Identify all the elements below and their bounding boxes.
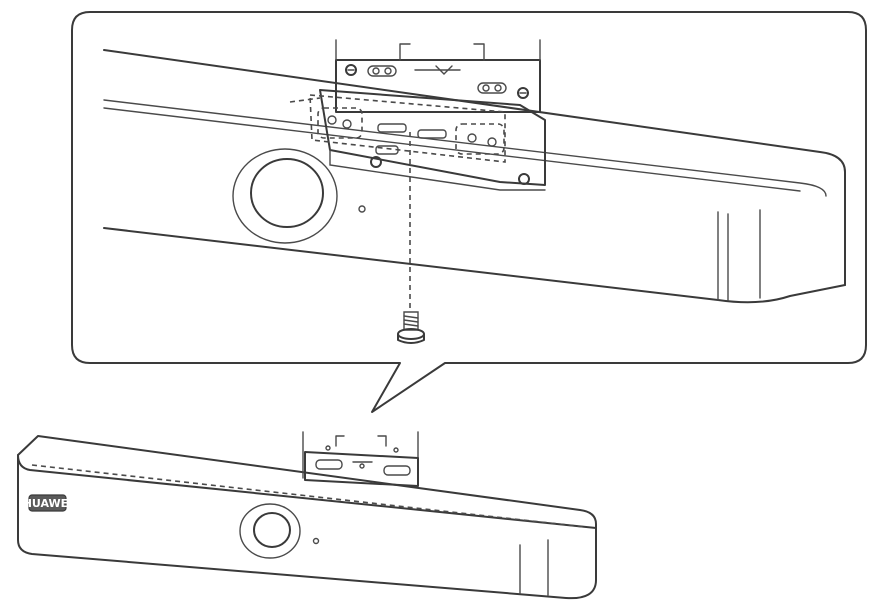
zoomed-mounting-bracket <box>289 39 546 191</box>
soundbar <box>17 435 597 600</box>
screw-icon <box>397 311 425 344</box>
brand-logo: HUAWEI <box>23 494 73 512</box>
logo-text: HUAWEI <box>23 497 73 510</box>
zoomed-soundbar <box>103 49 846 304</box>
zoom-callout <box>71 11 867 413</box>
mounting-bracket <box>302 431 419 487</box>
